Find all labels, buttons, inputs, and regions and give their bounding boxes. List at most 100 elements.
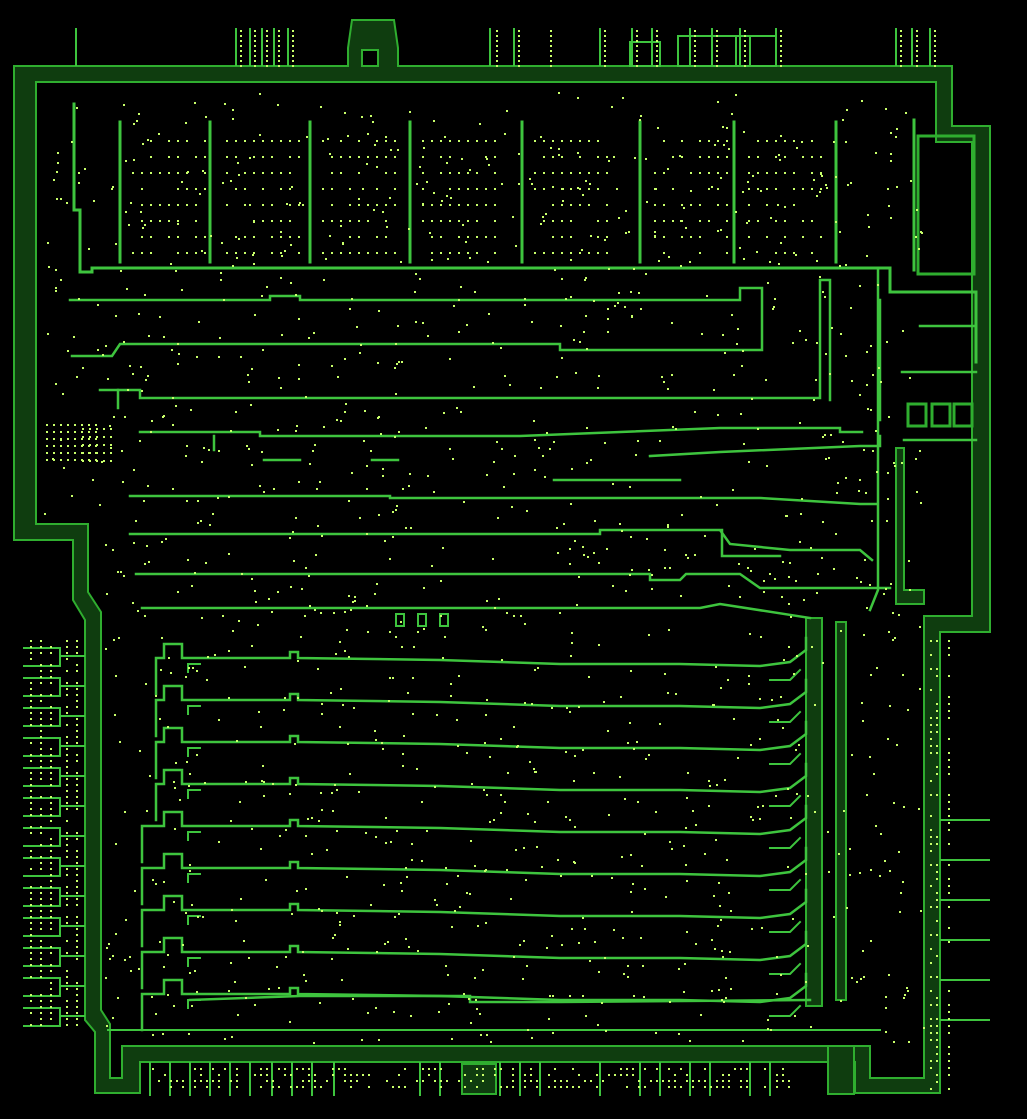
via-dot xyxy=(411,859,413,861)
via-dot xyxy=(240,40,242,42)
via-dot xyxy=(319,1002,321,1004)
via-dot xyxy=(518,40,520,42)
via-dot xyxy=(251,368,253,370)
via-dot xyxy=(30,1024,32,1026)
via-dot xyxy=(644,888,646,890)
via-dot xyxy=(251,578,253,580)
via-dot xyxy=(199,193,201,195)
upper-column-wires xyxy=(72,102,978,364)
via-dot xyxy=(50,694,52,696)
via-dot xyxy=(638,1080,640,1082)
via-dot xyxy=(524,304,526,306)
via-dot xyxy=(690,172,692,174)
via-dot xyxy=(350,1074,352,1076)
via-dot xyxy=(319,481,321,483)
via-dot xyxy=(334,784,336,786)
via-dot xyxy=(476,204,478,206)
via-dot xyxy=(206,1086,208,1088)
via-dot xyxy=(76,706,78,708)
via-dot xyxy=(115,243,117,245)
via-dot xyxy=(534,821,536,823)
via-dot xyxy=(687,557,689,559)
via-dot xyxy=(170,1086,172,1088)
via-dot xyxy=(948,675,950,677)
via-dot xyxy=(107,378,109,380)
via-dot xyxy=(930,850,932,852)
via-dot xyxy=(334,934,336,936)
via-dot xyxy=(370,450,372,452)
via-dot xyxy=(321,535,323,537)
via-dot xyxy=(664,673,666,675)
via-dot xyxy=(903,806,905,808)
via-dot xyxy=(254,35,256,37)
via-dot xyxy=(76,982,78,984)
via-dot xyxy=(50,712,52,714)
via-dot xyxy=(76,107,78,109)
via-dot xyxy=(425,427,427,429)
via-dot xyxy=(898,851,900,853)
via-dot xyxy=(869,756,871,758)
via-dot xyxy=(828,457,830,459)
via-dot xyxy=(125,211,127,213)
via-dot xyxy=(704,1068,706,1070)
via-dot xyxy=(889,705,891,707)
via-dot xyxy=(948,759,950,761)
via-dot xyxy=(571,642,573,644)
via-dot xyxy=(604,35,606,37)
via-dot xyxy=(132,602,134,604)
via-dot xyxy=(667,388,669,390)
routing-trace xyxy=(648,434,882,458)
via-dot xyxy=(378,1039,380,1041)
via-dot xyxy=(266,35,268,37)
via-dot xyxy=(548,1018,550,1020)
row-tail xyxy=(769,920,802,933)
via-dot xyxy=(762,805,764,807)
via-dot xyxy=(654,172,656,174)
via-dot xyxy=(793,188,795,190)
via-dot xyxy=(93,200,95,202)
via-dot xyxy=(281,334,283,336)
via-dot xyxy=(900,50,902,52)
via-dot xyxy=(915,236,917,238)
via-dot xyxy=(110,460,112,462)
via-dot xyxy=(494,156,496,158)
via-dot xyxy=(886,341,888,343)
via-dot xyxy=(777,719,779,721)
via-dot xyxy=(112,955,114,957)
via-dot xyxy=(482,969,484,971)
via-dot xyxy=(66,1006,68,1008)
via-dot xyxy=(667,526,669,528)
via-dot xyxy=(726,236,728,238)
via-dot xyxy=(570,259,572,261)
via-dot xyxy=(66,772,68,774)
via-dot xyxy=(292,55,294,57)
via-dot xyxy=(506,110,508,112)
via-dot xyxy=(260,726,262,728)
via-dot xyxy=(565,298,567,300)
via-dot xyxy=(782,1068,784,1070)
via-box xyxy=(952,402,974,428)
via-dot xyxy=(76,832,78,834)
via-dot xyxy=(194,102,196,104)
via-dot xyxy=(503,486,505,488)
via-dot xyxy=(561,357,563,359)
via-dot xyxy=(336,830,338,832)
via-dot xyxy=(95,424,97,426)
via-dot xyxy=(890,160,892,162)
via-dot xyxy=(434,899,436,901)
via-dot xyxy=(489,756,491,758)
via-dot xyxy=(340,172,342,174)
via-dot xyxy=(76,1000,78,1002)
via-dot xyxy=(638,1086,640,1088)
via-dot xyxy=(496,35,498,37)
via-dot xyxy=(561,204,563,206)
via-dot xyxy=(648,634,650,636)
via-dot xyxy=(212,1080,214,1082)
via-dot xyxy=(870,869,872,871)
via-dot xyxy=(716,60,718,62)
via-dot xyxy=(744,50,746,52)
via-dot xyxy=(534,469,536,471)
via-dot xyxy=(578,1074,580,1076)
via-dot xyxy=(560,325,562,327)
via-dot xyxy=(479,123,481,125)
